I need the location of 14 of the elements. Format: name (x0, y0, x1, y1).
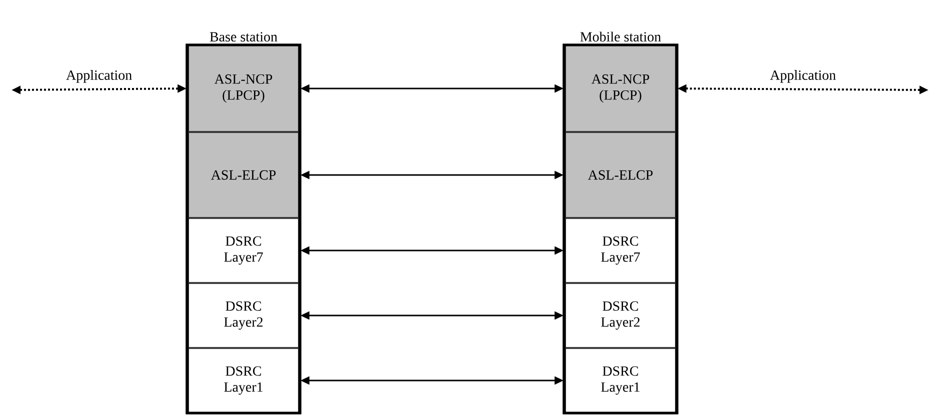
layer-box: DSRC Layer7 (188, 218, 299, 283)
layer-box: DSRC Layer7 (565, 218, 676, 283)
node-label: Base station (210, 32, 278, 42)
layer-box: ASL-NCP (LPCP) (565, 45, 676, 132)
edge-label: Application (66, 70, 132, 83)
edge-label: Application (770, 70, 836, 83)
node-label: Mobile station (580, 32, 661, 42)
layer-box: DSRC Layer1 (188, 348, 299, 413)
layer-box: ASL-ELCP (565, 132, 676, 218)
layer-box: DSRC Layer2 (565, 283, 676, 348)
layer-box: DSRC Layer2 (188, 283, 299, 348)
layer-box: DSRC Layer1 (565, 348, 676, 413)
layer-box: ASL-NCP (LPCP) (188, 45, 299, 132)
layer-box: ASL-ELCP (188, 132, 299, 218)
